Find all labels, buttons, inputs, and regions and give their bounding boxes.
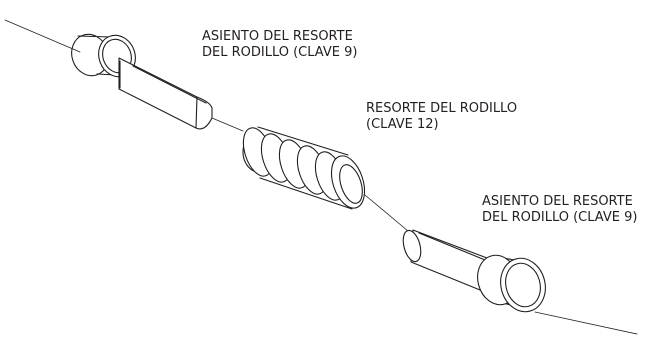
assembly-axis-line	[4, 19, 638, 335]
lower-spring-seat-label-line1: ASIENTO DEL RESORTE	[482, 194, 633, 209]
roller-spring-part	[242, 126, 366, 210]
lower-spring-seat-callout: ASIENTO DEL RESORTE DEL RODILLO (CLAVE 9…	[482, 194, 637, 226]
lower-spring-seat-label-line2: DEL RODILLO (CLAVE 9)	[482, 210, 638, 225]
upper-spring-seat-callout: ASIENTO DEL RESORTE DEL RODILLO (CLAVE 9…	[202, 29, 357, 61]
roller-spring-label-line1: RESORTE DEL RODILLO	[366, 101, 518, 116]
upper-spring-seat-label-line1: ASIENTO DEL RESORTE	[202, 29, 353, 44]
lower-spring-seat-part	[402, 229, 546, 313]
upper-spring-seat-label-line2: DEL RODILLO (CLAVE 9)	[202, 45, 358, 60]
upper-spring-seat-part	[71, 33, 213, 130]
roller-spring-callout: RESORTE DEL RODILLO (CLAVE 12)	[366, 101, 517, 133]
roller-spring-label-line2: (CLAVE 12)	[366, 117, 439, 132]
